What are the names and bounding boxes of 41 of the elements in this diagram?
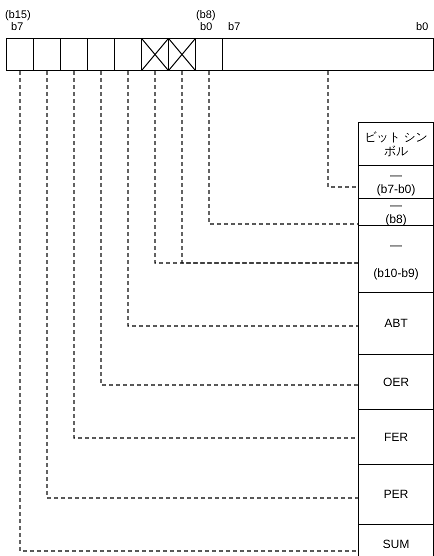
register-bit-cell bbox=[60, 38, 88, 71]
bit-number-label: b0 bbox=[200, 22, 212, 33]
leader-line bbox=[100, 71, 358, 386]
leader-line bbox=[327, 71, 358, 188]
table-header-cell bbox=[358, 122, 434, 166]
header-text: ビット シンボル bbox=[363, 130, 429, 158]
table-cell bbox=[358, 292, 434, 355]
bit-number-label: b7 bbox=[228, 22, 240, 33]
register-byte-field bbox=[222, 38, 434, 71]
leader-line bbox=[73, 71, 358, 439]
table-cell bbox=[358, 409, 434, 465]
bit-symbol-text: FER bbox=[384, 430, 408, 444]
register-bit-cell bbox=[6, 38, 34, 71]
bit-range-text: (b7-b0) bbox=[376, 182, 416, 196]
bit-symbol-text: SUM bbox=[382, 536, 410, 552]
register-bit-cell bbox=[33, 38, 61, 71]
bit-symbol-text: PER bbox=[384, 487, 408, 502]
register-bit-cell bbox=[114, 38, 142, 71]
bit-range-text: (b10-b9) bbox=[373, 266, 419, 280]
dash-mark: — bbox=[390, 168, 402, 182]
bit-range-text: (b8) bbox=[385, 212, 407, 226]
bit-number-label: (b8) bbox=[196, 10, 216, 21]
leader-line bbox=[127, 71, 358, 327]
table-cell bbox=[358, 464, 434, 525]
bit-number-label: (b15) bbox=[5, 10, 31, 21]
table-cell bbox=[358, 165, 434, 199]
bit-symbol-text: OER bbox=[382, 374, 409, 390]
table-cell bbox=[358, 524, 434, 556]
bit-symbol-text: ABT bbox=[384, 316, 408, 331]
table-cell bbox=[358, 354, 434, 410]
table-cell bbox=[358, 225, 434, 293]
bit-number-label: b0 bbox=[416, 22, 428, 33]
dash-mark: — bbox=[390, 198, 402, 212]
register-bit-cell bbox=[87, 38, 115, 71]
leader-line bbox=[46, 71, 358, 499]
leader-line bbox=[208, 71, 358, 225]
leader-line bbox=[19, 71, 358, 552]
bit-number-label: b7 bbox=[11, 22, 24, 33]
register-bit-cell bbox=[195, 38, 223, 71]
table-cell bbox=[358, 198, 434, 226]
dash-mark: — bbox=[390, 238, 402, 252]
